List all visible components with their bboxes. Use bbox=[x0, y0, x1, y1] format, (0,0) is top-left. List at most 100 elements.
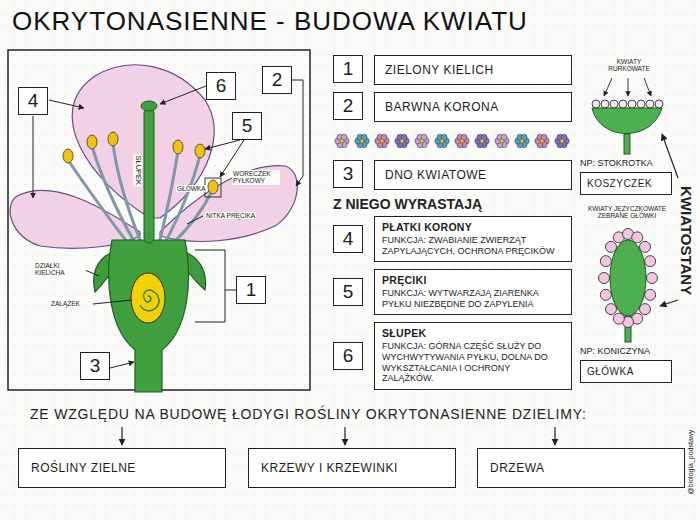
part-label: WORECZEK PYŁKOWY bbox=[232, 170, 280, 185]
part-name: PRĘCIKI bbox=[382, 274, 564, 286]
flower-icon-row bbox=[335, 134, 569, 147]
anthers bbox=[108, 132, 118, 146]
flower-icon-center bbox=[440, 139, 444, 143]
box-text: ZIELONY KIELICH bbox=[385, 63, 494, 77]
callout-number-box: 6 bbox=[333, 342, 363, 370]
pistil bbox=[131, 273, 165, 323]
category-box: DRZEWA bbox=[477, 448, 685, 488]
leader-lines bbox=[93, 300, 132, 304]
callout-number-box: 1 bbox=[236, 276, 266, 304]
leader-lines bbox=[187, 216, 203, 224]
stamens bbox=[68, 143, 212, 246]
callout-number: 6 bbox=[343, 345, 354, 367]
part-label: NITKA PRĘCIKA bbox=[205, 212, 256, 219]
part-label: GŁÓWKA bbox=[176, 185, 207, 192]
flower-petals bbox=[10, 65, 297, 249]
flower-petals bbox=[160, 166, 297, 242]
clover-floret bbox=[606, 304, 617, 315]
tubular-floret bbox=[619, 100, 627, 108]
callout-number: 5 bbox=[343, 281, 354, 303]
pistil bbox=[140, 290, 159, 311]
daisy-head bbox=[604, 78, 612, 96]
division-arrows bbox=[554, 427, 555, 445]
term-box: BARWNA KORONA bbox=[374, 92, 572, 122]
clover-floret bbox=[639, 241, 650, 252]
callout-number-box: 4 bbox=[333, 225, 363, 253]
example-box: NP: STOKROTKAKOSZYCZEK bbox=[580, 158, 672, 195]
division-arrows bbox=[344, 427, 345, 445]
tubular-floret bbox=[637, 100, 645, 108]
watermark: @biologia_podstawy bbox=[687, 430, 695, 495]
division-arrows bbox=[122, 427, 555, 445]
pistil bbox=[109, 240, 189, 392]
category-box: KRZEWY I KRZEWINKI bbox=[248, 448, 456, 488]
callout-number: 4 bbox=[343, 228, 354, 250]
callout-number-box: 3 bbox=[80, 352, 110, 380]
term-box: DNO KWIATOWE bbox=[374, 160, 572, 190]
tubular-floret bbox=[610, 100, 618, 108]
part-label: KWIATY JĘZYCZKOWATE ZEBRANE GŁÓWKI bbox=[584, 205, 670, 220]
box-text: BARWNA KORONA bbox=[385, 100, 499, 114]
leader-lines bbox=[160, 86, 206, 104]
function-box: PRĘCIKIFUNKCJA: WYTWARZAJĄ ZIARENKA PYŁK… bbox=[374, 269, 572, 315]
clover-floret bbox=[606, 241, 617, 252]
callout-number-box: 1 bbox=[333, 55, 363, 83]
leader-lines bbox=[225, 290, 236, 291]
anthers bbox=[87, 135, 97, 149]
callout-number-box: 5 bbox=[333, 278, 363, 306]
daisy-head bbox=[628, 78, 629, 96]
stamens bbox=[160, 151, 178, 240]
callout-number-box: 2 bbox=[262, 66, 292, 94]
part-label: SŁUPEK bbox=[133, 155, 142, 187]
anther-frame bbox=[205, 178, 221, 197]
box-text: DNO KWIATOWE bbox=[385, 168, 487, 182]
flower-icon-center bbox=[460, 139, 464, 143]
stamens bbox=[92, 146, 135, 243]
callout-number: 1 bbox=[246, 279, 257, 301]
leader-lines bbox=[33, 80, 303, 368]
daisy-head bbox=[592, 78, 663, 154]
clover-head bbox=[599, 229, 658, 328]
flower-icon-center bbox=[500, 139, 504, 143]
flower-icon-center bbox=[360, 139, 364, 143]
leader-lines bbox=[205, 140, 240, 149]
stamens bbox=[68, 160, 130, 246]
inflorescence-arrows bbox=[660, 134, 678, 306]
side-heading: KWIATOSTANY bbox=[678, 185, 695, 296]
function-text: FUNKCJA: ZWABIANIE ZWIERZĄT ZAPYLAJĄCYCH… bbox=[382, 235, 564, 256]
section-heading: Z NIEGO WYRASTAJĄ bbox=[333, 196, 482, 212]
clover-floret bbox=[632, 232, 643, 243]
flower-icon-center bbox=[400, 139, 404, 143]
tubular-floret bbox=[601, 100, 609, 108]
tubular-floret bbox=[628, 100, 636, 108]
callout-number: 3 bbox=[90, 355, 101, 377]
callout-number: 4 bbox=[28, 90, 39, 112]
part-label: ZALĄŻEK bbox=[50, 300, 81, 307]
example-name: NP: STOKROTKA bbox=[580, 158, 672, 168]
anthers bbox=[208, 180, 218, 194]
inflorescence-type: GŁÓWKA bbox=[580, 360, 672, 383]
part-label: KWIATY RURKOWATE bbox=[602, 58, 656, 73]
example-name: NP: KONICZYNA bbox=[580, 346, 672, 356]
leader-lines bbox=[33, 116, 34, 198]
callout-number-box: 5 bbox=[232, 112, 262, 140]
sentence: ZE WZGLĘDU NA BUDOWĘ ŁODYGI ROŚLINY OKRY… bbox=[30, 406, 587, 422]
anthers bbox=[63, 149, 73, 163]
function-box: PŁATKI KORONYFUNKCJA: ZWABIANIE ZWIERZĄT… bbox=[374, 216, 572, 262]
leader-lines bbox=[292, 80, 303, 186]
anthers bbox=[195, 144, 205, 158]
anthers bbox=[173, 140, 183, 154]
pistil bbox=[109, 101, 189, 392]
daisy-head bbox=[592, 100, 663, 108]
tubular-floret bbox=[592, 100, 600, 108]
flower-icon-center bbox=[480, 139, 484, 143]
daisy-head bbox=[592, 108, 662, 134]
callout-number: 6 bbox=[216, 75, 227, 97]
clover-floret bbox=[645, 289, 656, 300]
leader-lines bbox=[85, 270, 99, 276]
part-label: DZIAŁKI KIELICHA bbox=[34, 262, 86, 277]
clover-floret bbox=[645, 256, 656, 267]
clover-floret bbox=[599, 273, 610, 284]
function-box: SŁUPEKFUNKCJA: GÓRNA CZĘŚĆ SŁUŻY DO WYCH… bbox=[374, 322, 572, 389]
